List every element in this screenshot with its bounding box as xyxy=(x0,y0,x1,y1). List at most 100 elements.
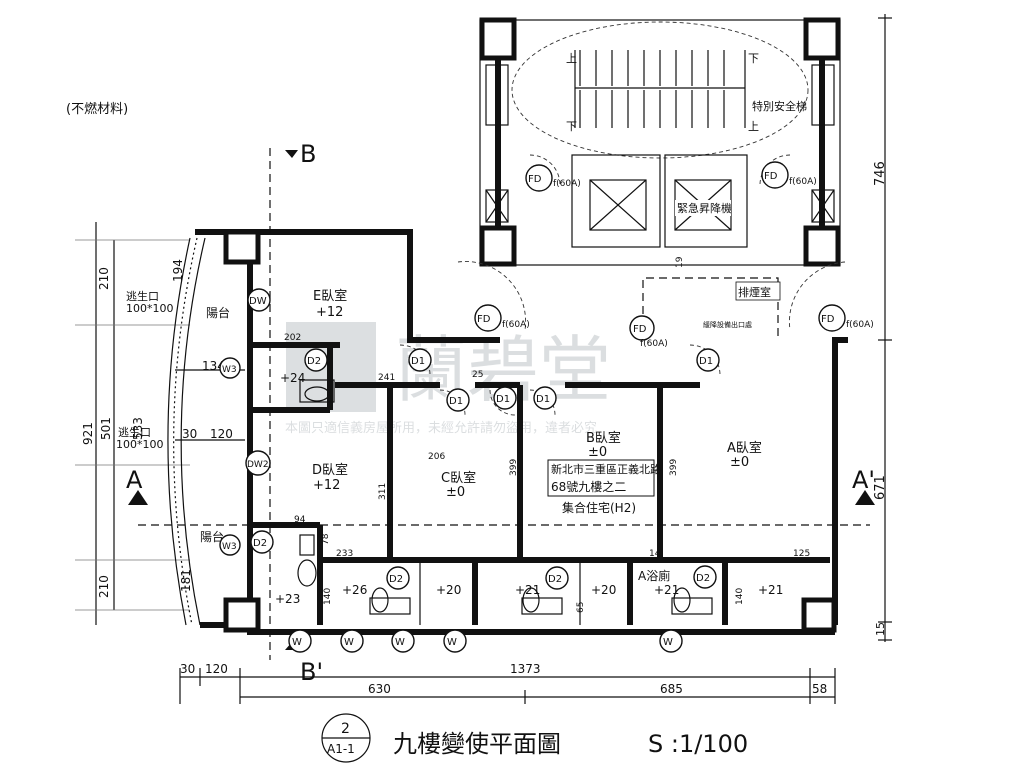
svg-text:W3: W3 xyxy=(222,365,237,375)
room-a-level: ±0 xyxy=(730,455,749,470)
dim-210-bottom: 210 xyxy=(97,575,111,598)
level-20-a: +20 xyxy=(436,583,461,597)
toilets xyxy=(297,379,713,615)
title-block: 2 A1-1 九樓變使平面圖 S :1/100 xyxy=(321,713,748,763)
room-b-level: ±0 xyxy=(588,445,607,460)
room-d-level: +12 xyxy=(313,478,340,493)
dim-630: 630 xyxy=(368,682,391,696)
tag-w-5: W xyxy=(659,629,683,653)
tag-d2-2: D2 xyxy=(250,530,274,554)
stair-up-1: 上 xyxy=(566,52,577,65)
tag-fd-1: FD f(60A) xyxy=(525,164,581,192)
dim-58: 58 xyxy=(812,682,827,696)
tag-d2-4: D2 xyxy=(545,566,569,590)
room-e-level: +12 xyxy=(316,305,343,320)
balcony-bottom: 陽台 xyxy=(200,529,224,544)
svg-text:DW2: DW2 xyxy=(247,460,269,470)
left-dimension: 210 921 501 210 194 533 181 xyxy=(75,222,193,625)
tag-d1-4: D1 xyxy=(533,386,557,410)
section-b-bottom: B' xyxy=(300,658,323,686)
tag-d1-5: D1 xyxy=(696,348,720,372)
svg-text:FD: FD xyxy=(477,314,491,325)
tag-w3-2: W3 xyxy=(219,534,241,556)
stair-down-1: 下 xyxy=(748,52,759,65)
dim-311: 311 xyxy=(378,483,388,500)
svg-text:D2: D2 xyxy=(389,574,403,585)
svg-text:D2: D2 xyxy=(307,356,321,367)
tag-fd-5: FD f(60A) xyxy=(629,315,668,349)
svg-text:f(60A): f(60A) xyxy=(640,339,668,349)
room-b-name: B臥室 xyxy=(586,430,621,446)
svg-text:D1: D1 xyxy=(536,394,550,405)
svg-text:D2: D2 xyxy=(696,573,710,584)
interior-dims: 202 94 241 25 206 311 399 399 233 140 14… xyxy=(284,333,810,613)
watermark-subtext: 本圖只適信義房屋所用，未經允許請勿盜用，違者必究 xyxy=(285,420,597,436)
dim-14: 14 xyxy=(649,549,661,559)
dim-194: 194 xyxy=(171,259,185,282)
tag-w-2: W xyxy=(340,629,364,653)
room-labels: E臥室 +12 D臥室 +12 C臥室 ±0 B臥室 ±0 A臥室 ±0 陽台 … xyxy=(200,288,762,583)
tag-w3-1: W3 xyxy=(219,357,241,379)
bottom-dimension: 30 120 1373 630 685 58 xyxy=(179,662,836,704)
room-d-name: D臥室 xyxy=(312,462,348,478)
svg-text:FD: FD xyxy=(821,314,835,325)
tag-d2-3: D2 xyxy=(386,566,410,590)
stair-up-2: 上 xyxy=(748,120,759,133)
dim-501: 501 xyxy=(99,417,113,440)
dim-202: 202 xyxy=(284,333,301,343)
section-markers: B B' A A' xyxy=(126,140,875,686)
level-21-a: +21 xyxy=(515,583,540,597)
address-box xyxy=(547,459,655,497)
level-26: +26 xyxy=(342,583,367,597)
dim-746: 746 xyxy=(873,161,888,186)
dim-25: 25 xyxy=(472,370,483,380)
dim-399-b: 399 xyxy=(669,459,679,476)
dim-685: 685 xyxy=(660,682,683,696)
tag-d2-5: D2 xyxy=(693,565,717,589)
right-dimension: 746 671 15 xyxy=(873,14,892,642)
dim-241: 241 xyxy=(378,373,395,383)
svg-text:W: W xyxy=(344,637,354,648)
escape-label-top: 逃生口 xyxy=(126,289,159,303)
tag-d1-1: D1 xyxy=(408,348,432,372)
dim-30-bottom: 30 xyxy=(180,662,195,676)
material-note: (不燃材料) xyxy=(66,101,128,117)
column xyxy=(801,597,837,633)
address-line2: 68號九樓之二 xyxy=(551,479,626,494)
svg-text:D1: D1 xyxy=(449,396,463,407)
dim-533: 533 xyxy=(131,417,145,440)
svg-text:D1: D1 xyxy=(699,356,713,367)
svg-text:D1: D1 xyxy=(411,356,425,367)
room-c-name: C臥室 xyxy=(441,470,476,486)
svg-text:W: W xyxy=(395,637,405,648)
svg-text:W: W xyxy=(292,637,302,648)
address-line3: 集合住宅(H2) xyxy=(562,500,636,515)
svg-text:FD: FD xyxy=(633,324,647,335)
level-23: +23 xyxy=(275,592,300,606)
svg-text:f(60A): f(60A) xyxy=(789,177,817,187)
column xyxy=(223,229,261,265)
tag-fd-2: FD f(60A) xyxy=(761,161,817,189)
dim-125: 125 xyxy=(793,549,810,559)
tag-dw2: DW2 xyxy=(245,450,271,476)
dim-140-b: 140 xyxy=(735,588,745,605)
room-a-name: A臥室 xyxy=(727,440,762,456)
small-note: 緩降設備出口處 xyxy=(703,320,752,329)
dim-233: 233 xyxy=(336,549,353,559)
tag-d2-1: D2 xyxy=(304,348,328,372)
svg-text:FD: FD xyxy=(528,174,542,185)
svg-text:f(60A): f(60A) xyxy=(553,179,581,189)
dim-206: 206 xyxy=(428,452,445,462)
floor-levels: +24 +23 +26 +20 +21 +20 +21 +21 xyxy=(275,371,783,606)
title-number: 2 xyxy=(341,721,350,737)
exhaust-room-label: 排煙室 xyxy=(738,285,771,299)
section-a-left: A xyxy=(126,466,143,494)
svg-text:f(60A): f(60A) xyxy=(846,320,874,330)
svg-text:FD: FD xyxy=(764,171,778,182)
svg-text:W: W xyxy=(447,637,457,648)
escape-size-bottom: 100*100 xyxy=(116,438,164,451)
balcony-top: 陽台 xyxy=(206,305,230,320)
stair-down-2: 下 xyxy=(566,120,577,133)
